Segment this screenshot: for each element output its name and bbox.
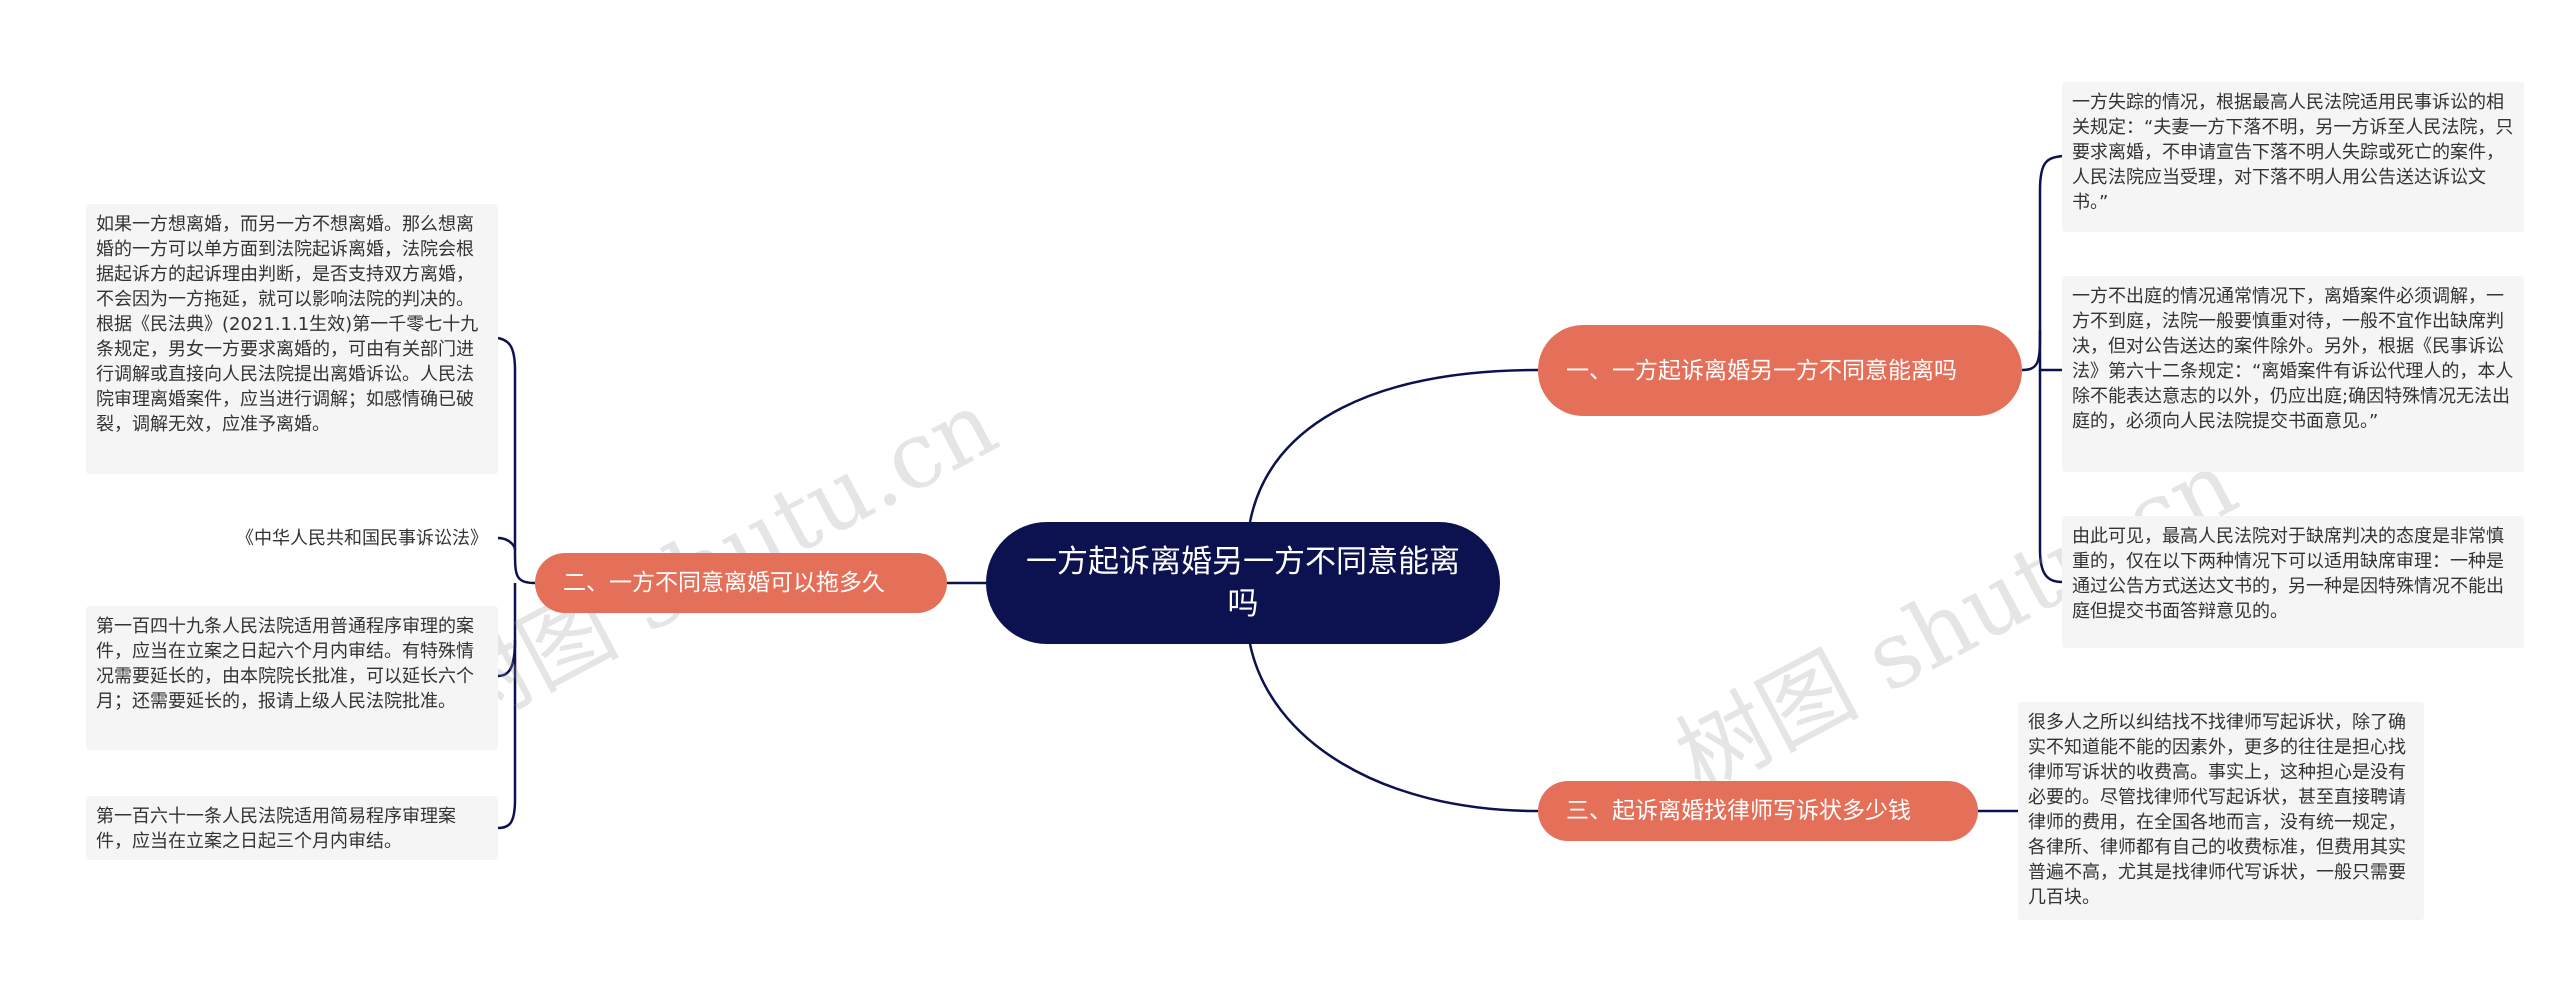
- branch-3-label: 三、起诉离婚找律师写诉状多少钱: [1566, 798, 1911, 824]
- leaf-text: 第一百四十九条人民法院适用普通程序审理的案件，应当在立案之日起六个月内审结。有特…: [96, 616, 474, 712]
- connector-branch1-leaves: [2021, 154, 2063, 372]
- branch-1-label: 一、一方起诉离婚另一方不同意能离吗: [1566, 357, 1957, 384]
- leaf-node-unilateral-divorce[interactable]: 如果一方想离婚，而另一方不想离婚。那么想离婚的一方可以单方面到法院起诉离婚，法院…: [86, 204, 498, 474]
- connector-center-branch1: [1248, 368, 1539, 523]
- connector-branch2-leaves: [497, 336, 536, 585]
- leaf-text: 由此可见，最高人民法院对于缺席判决的态度是非常慎重的，仅在以下两种情况下可以适用…: [2072, 526, 2504, 622]
- leaf-text: 第一百六十一条人民法院适用简易程序审理案件，应当在立案之日起三个月内审结。: [96, 806, 456, 852]
- leaf-node-article-161[interactable]: 第一百六十一条人民法院适用简易程序审理案件，应当在立案之日起三个月内审结。: [86, 796, 498, 860]
- branch-node-2[interactable]: 二、一方不同意离婚可以拖多久: [535, 553, 947, 613]
- branch-node-3[interactable]: 三、起诉离婚找律师写诉状多少钱: [1538, 781, 1978, 841]
- connector-center-branch3: [1248, 643, 1539, 813]
- branch-node-1[interactable]: 一、一方起诉离婚另一方不同意能离吗: [1538, 325, 2022, 416]
- leaf-node-absent-spouse[interactable]: 一方不出庭的情况通常情况下，离婚案件必须调解，一方不到庭，法院一般要慎重对待，一…: [2062, 276, 2524, 472]
- leaf-text: 如果一方想离婚，而另一方不想离婚。那么想离婚的一方可以单方面到法院起诉离婚，法院…: [96, 214, 479, 435]
- leaf-text: 一方不出庭的情况通常情况下，离婚案件必须调解，一方不到庭，法院一般要慎重对待，一…: [2072, 286, 2514, 432]
- central-topic[interactable]: 一方起诉离婚另一方不同意能离吗: [986, 522, 1500, 644]
- leaf-node-default-judgment[interactable]: 由此可见，最高人民法院对于缺席判决的态度是非常慎重的，仅在以下两种情况下可以适用…: [2062, 516, 2524, 648]
- branch-2-label: 二、一方不同意离婚可以拖多久: [563, 570, 885, 596]
- leaf-node-lawyer-fee[interactable]: 很多人之所以纠结找不找律师写起诉状，除了确实不知道能不能的因素外，更多的往往是担…: [2018, 702, 2424, 920]
- leaf-node-article-149[interactable]: 第一百四十九条人民法院适用普通程序审理的案件，应当在立案之日起六个月内审结。有特…: [86, 606, 498, 750]
- leaf-text: 一方失踪的情况，根据最高人民法院适用民事诉讼的相关规定：“夫妻一方下落不明，另一…: [2072, 92, 2514, 213]
- leaf-node-civil-procedure-law[interactable]: 《中华人民共和国民事诉讼法》: [196, 518, 498, 558]
- leaf-text: 《中华人民共和国民事诉讼法》: [236, 528, 488, 549]
- central-topic-label: 一方起诉离婚另一方不同意能离吗: [1026, 544, 1460, 622]
- leaf-node-missing-spouse[interactable]: 一方失踪的情况，根据最高人民法院适用民事诉讼的相关规定：“夫妻一方下落不明，另一…: [2062, 82, 2524, 232]
- leaf-text: 很多人之所以纠结找不找律师写起诉状，除了确实不知道能不能的因素外，更多的往往是担…: [2028, 712, 2406, 908]
